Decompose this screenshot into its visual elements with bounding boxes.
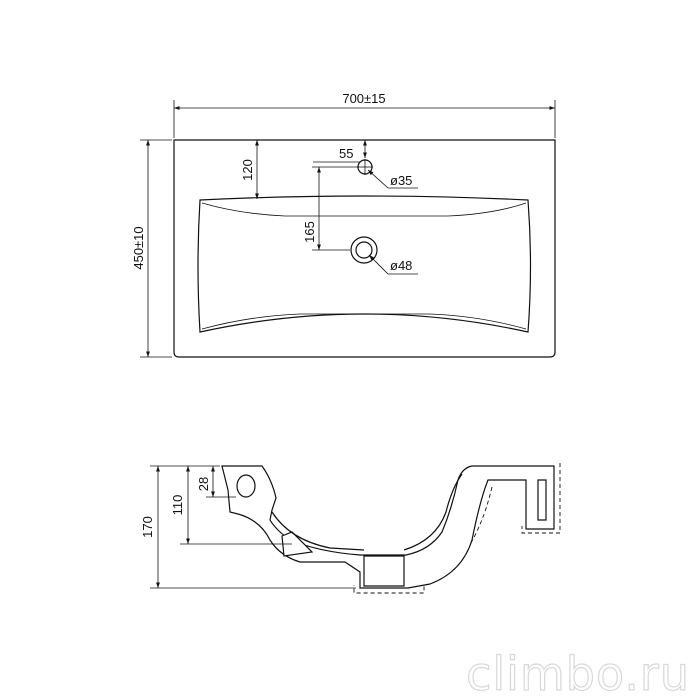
bowl-outline: [197, 195, 532, 333]
drain-hole: [350, 236, 378, 264]
drain-diameter-label: ø48: [390, 258, 412, 273]
tap-to-drain-dimension-label: 165: [302, 221, 317, 243]
tap-offset-dimension-label: 55: [339, 146, 353, 161]
width-dimension-label: 700±15: [342, 91, 385, 106]
basin-outline-top: [173, 139, 556, 358]
depth-dimension-label: 450±10: [131, 226, 146, 269]
bowl-inner-surface-right: [403, 473, 463, 551]
rim-dimension-label: 28: [196, 477, 211, 491]
bowl-inner-curve-top: [201, 202, 527, 217]
watermark: climbo.ru: [466, 647, 690, 700]
overflow-channel: [281, 531, 314, 557]
drain-opening: [363, 555, 405, 587]
total-height-dimension-label: 170: [140, 516, 155, 538]
bowl-inner-surface: [271, 511, 365, 551]
tap-hole-diameter-label: ø35: [390, 173, 412, 188]
hidden-outline-right: [521, 463, 561, 534]
top-view: 700±15 450±10 120 55 ø35 165 ø48: [131, 91, 556, 358]
side-section-view: 170 110 28: [140, 463, 561, 594]
bowl-depth-dimension-label: 110: [170, 495, 185, 516]
rear-slot: [537, 479, 547, 521]
edge-to-tap-dimension-label: 120: [240, 159, 255, 181]
overflow-hole-section: [236, 474, 256, 498]
bowl-inner-curve-bottom: [201, 313, 527, 330]
